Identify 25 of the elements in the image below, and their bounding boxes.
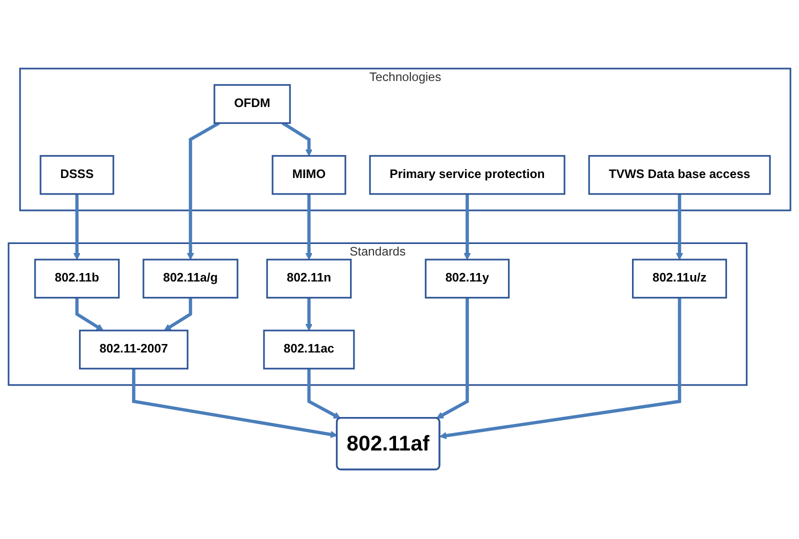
arrow xyxy=(676,194,684,260)
node-box: Primary service protection xyxy=(369,156,566,196)
arrow xyxy=(305,298,313,332)
node-box: 802.11a/g xyxy=(142,259,238,299)
node-box: OFDM xyxy=(214,84,291,124)
arrow xyxy=(282,122,313,157)
arrow xyxy=(305,194,313,260)
arrow xyxy=(164,298,192,332)
node-box: 802.11n xyxy=(266,259,352,299)
arrow xyxy=(307,369,341,420)
node-box: 802.11y xyxy=(424,259,510,299)
node-box: 802.11u/z xyxy=(632,259,728,299)
node-box: 802.11ac xyxy=(263,330,355,370)
arrow xyxy=(75,298,104,332)
arrow xyxy=(132,369,338,438)
node-box: 802.11b xyxy=(34,259,120,299)
arrow xyxy=(440,298,682,440)
node-box: 802.11-2007 xyxy=(79,330,188,370)
node-box: MIMO xyxy=(272,156,346,196)
node-box: DSSS xyxy=(40,156,114,196)
arrow xyxy=(464,194,471,260)
arrow xyxy=(436,298,469,420)
arrow xyxy=(73,194,81,260)
node-box: TVWS Data base access xyxy=(588,156,771,196)
arrow xyxy=(186,122,220,260)
